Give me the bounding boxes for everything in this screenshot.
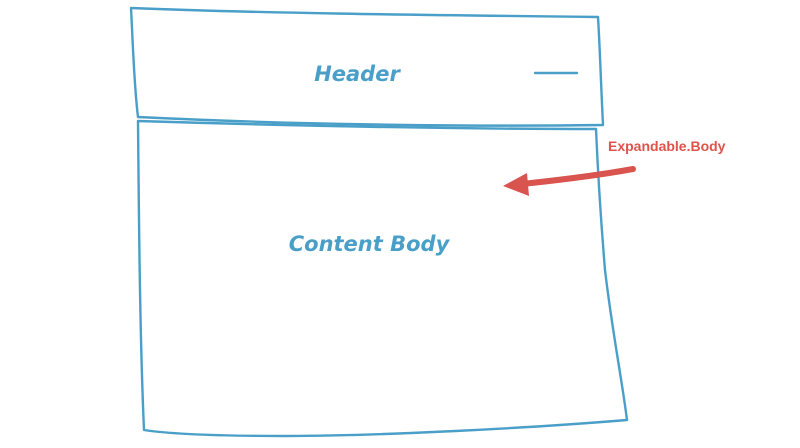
content-body-title: Content Body — [289, 232, 451, 256]
header-box-outline — [129, 6, 605, 127]
header-title: Header — [314, 62, 401, 86]
header-panel: Header — [129, 6, 605, 127]
content-body-outline — [136, 119, 629, 438]
callout-arrow-shaft — [519, 166, 636, 187]
expandable-body-callout: Expandable.Body — [503, 137, 727, 196]
content-body-panel: Content Body — [136, 119, 629, 438]
arrow-left-icon — [503, 173, 529, 196]
callout-label: Expandable.Body — [608, 138, 726, 154]
